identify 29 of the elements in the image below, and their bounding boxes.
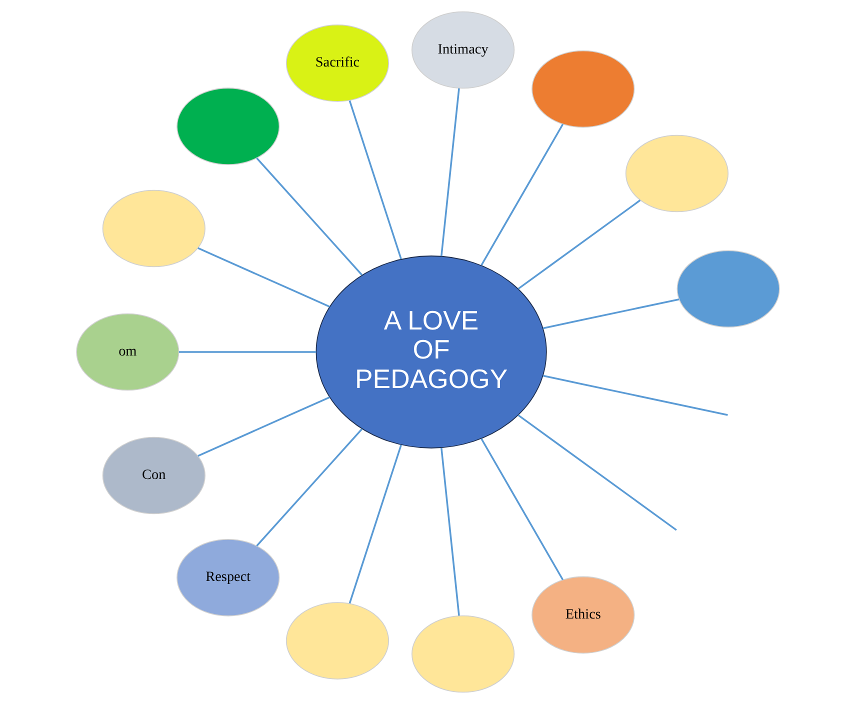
connector [542, 298, 679, 330]
node-ellipse: A LOVE OF PEDAGOGY [315, 256, 546, 448]
node-ellipse: Sacrific [285, 24, 389, 102]
node-ellipse [102, 190, 205, 268]
connector [480, 438, 564, 580]
connector [542, 374, 728, 416]
node-ellipse: Respect [176, 538, 280, 616]
node-ellipse [176, 88, 280, 166]
node-ellipse: Ethics [531, 576, 634, 654]
connector [440, 88, 460, 256]
connector [256, 428, 362, 546]
connector [517, 414, 676, 531]
connector [197, 396, 330, 457]
connector [348, 444, 402, 604]
node-ellipse: Intimacy [411, 11, 514, 89]
node-ellipse [411, 615, 514, 693]
node-ellipse [531, 50, 634, 128]
connector [256, 158, 362, 276]
node-ellipse [624, 134, 728, 212]
node-ellipse: Con [102, 436, 205, 514]
connector [178, 351, 316, 353]
connector [517, 200, 640, 290]
connector [348, 100, 402, 260]
node-ellipse [285, 602, 389, 680]
node-ellipse: om [76, 313, 179, 391]
connector [440, 448, 460, 616]
node-ellipse [676, 250, 780, 328]
connector [197, 247, 330, 308]
connector [480, 124, 564, 266]
